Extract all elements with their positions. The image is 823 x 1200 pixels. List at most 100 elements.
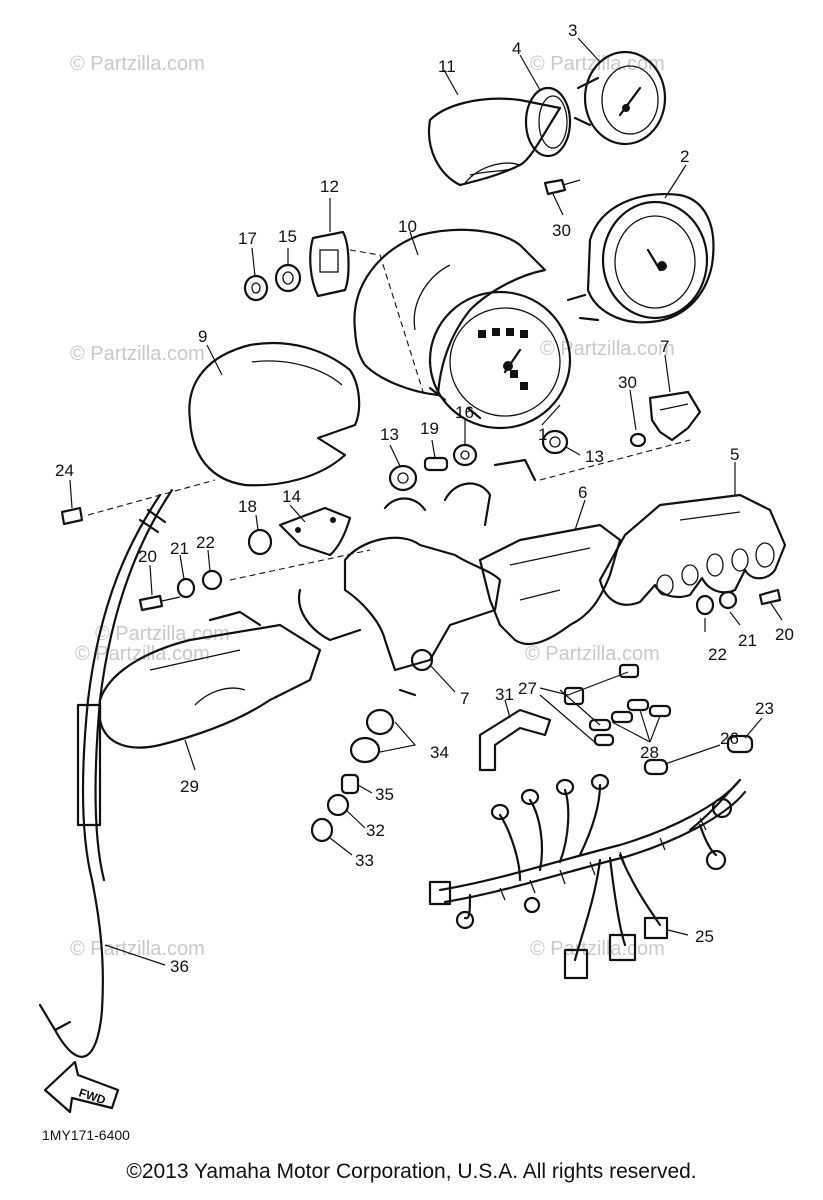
callout-30: 30 xyxy=(618,373,637,392)
part-screw-20-right xyxy=(758,588,782,606)
callout-20: 20 xyxy=(138,547,157,566)
part-grommet-15 xyxy=(274,263,302,293)
part-plate-14 xyxy=(278,506,352,557)
leader-line xyxy=(629,389,637,431)
part-nut-33 xyxy=(310,817,334,843)
part-grommet-18 xyxy=(247,528,273,556)
leader-line xyxy=(206,344,223,376)
leader-line xyxy=(345,809,366,829)
part-bracket-7 xyxy=(648,390,702,442)
callout-10: 10 xyxy=(398,217,417,236)
leader-line xyxy=(504,699,511,719)
leader-line xyxy=(389,444,401,467)
callout-7: 7 xyxy=(660,337,669,356)
part-panel-5 xyxy=(598,493,787,606)
copyright-notice: ©2013 Yamaha Motor Corporation, U.S.A. A… xyxy=(126,1160,697,1183)
leader-line xyxy=(379,721,417,753)
leader-line xyxy=(149,564,153,596)
leader-line xyxy=(769,601,783,621)
leader-line xyxy=(519,54,541,91)
callout-11: 11 xyxy=(438,57,456,76)
leader-line xyxy=(443,69,459,96)
part-bracket-31 xyxy=(478,708,552,772)
leader-line xyxy=(329,837,353,856)
leader-line xyxy=(184,739,196,771)
part-washer-22-right xyxy=(695,594,715,616)
leader-line xyxy=(251,247,256,277)
watermark: © Partzilla.com xyxy=(525,643,660,665)
part-damper-16 xyxy=(452,443,478,467)
leader-line xyxy=(611,709,661,743)
callout-34: 34 xyxy=(430,743,449,762)
callout-2: 2 xyxy=(680,147,689,166)
callout-29: 29 xyxy=(180,777,199,796)
callout-26: 26 xyxy=(720,729,739,748)
callout-31: 31 xyxy=(495,685,514,704)
callout-35: 35 xyxy=(375,785,394,804)
part-speedometer-cable xyxy=(38,488,174,1058)
callout-22: 22 xyxy=(708,645,727,664)
part-bulb-23 xyxy=(726,734,754,754)
leader-line xyxy=(431,439,436,459)
watermark: © Partzilla.com xyxy=(95,623,230,645)
part-screw-30-lower xyxy=(629,432,647,448)
callout-13: 13 xyxy=(585,447,604,466)
reference-line xyxy=(349,249,426,399)
leader-line xyxy=(104,944,166,966)
part-speedometer-cover xyxy=(353,228,547,397)
leader-line xyxy=(744,717,763,739)
watermark: © Partzilla.com xyxy=(530,938,665,960)
part-large-gauge xyxy=(566,193,715,324)
part-screw-20-left xyxy=(138,594,181,612)
callout-17: 17 xyxy=(238,229,257,248)
part-meter-ring xyxy=(524,86,572,158)
callout-5: 5 xyxy=(730,445,739,464)
leader-line xyxy=(729,611,741,626)
part-indicator-light xyxy=(309,230,350,298)
part-washer-21-right xyxy=(718,590,738,610)
part-collar-19 xyxy=(423,456,449,472)
part-main-bracket xyxy=(297,482,502,697)
callout-23: 23 xyxy=(755,699,774,718)
part-socket-27 xyxy=(563,663,640,706)
leader-line xyxy=(357,784,373,794)
leader-line xyxy=(565,446,581,456)
part-screw-upper xyxy=(543,178,581,196)
callout-12: 12 xyxy=(320,177,339,196)
callout-13: 13 xyxy=(380,425,399,444)
leader-line xyxy=(664,354,671,393)
leader-line xyxy=(289,504,306,523)
callout-24: 24 xyxy=(55,461,74,480)
callout-9: 9 xyxy=(198,327,207,346)
leader-line xyxy=(552,193,564,216)
callout-30: 30 xyxy=(552,221,571,240)
callout-21: 21 xyxy=(170,539,189,558)
part-washer-22-left xyxy=(201,569,223,591)
reference-line xyxy=(87,479,216,516)
part-damper-13-left xyxy=(388,464,418,492)
part-meter-cover xyxy=(188,341,361,487)
callout-36: 36 xyxy=(170,957,189,976)
watermark: © Partzilla.com xyxy=(70,938,205,960)
part-panel-6 xyxy=(478,458,622,645)
callout-6: 6 xyxy=(578,483,587,502)
part-tachometer-housing xyxy=(427,97,562,187)
leader-line xyxy=(207,549,211,572)
callout-16: 16 xyxy=(455,403,474,422)
callout-1: 1 xyxy=(538,425,547,444)
callout-33: 33 xyxy=(355,851,374,870)
leader-line xyxy=(577,37,601,63)
watermark: © Partzilla.com xyxy=(70,53,205,75)
part-washer-32 xyxy=(326,793,350,817)
leader-line xyxy=(541,404,561,426)
watermark: © Partzilla.com xyxy=(70,343,205,365)
callout-19: 19 xyxy=(420,419,439,438)
callout-8: 7 xyxy=(460,689,469,708)
part-speedometer xyxy=(428,290,572,430)
part-washer-21-left xyxy=(176,577,196,599)
reference-line xyxy=(229,549,371,581)
callout-20: 20 xyxy=(775,625,794,644)
callout-21: 21 xyxy=(738,631,757,650)
part-bulbs-28 xyxy=(588,698,672,747)
leader-line xyxy=(574,499,586,531)
